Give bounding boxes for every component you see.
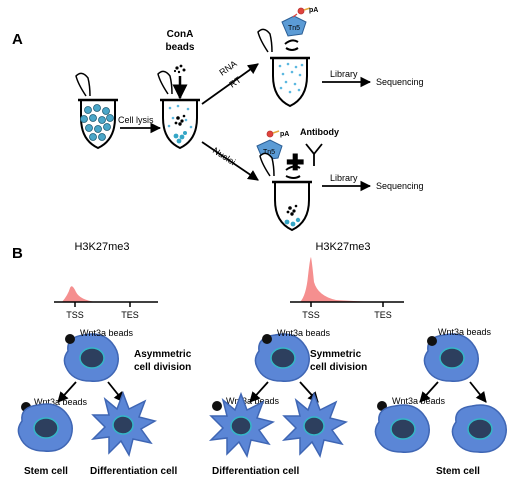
adapter-hook (285, 47, 299, 51)
left-diff-cell (92, 392, 156, 456)
wnt3a-bead (65, 334, 75, 344)
adapter-hook (285, 165, 301, 171)
cona-label-line2: beads (166, 42, 195, 53)
tn5-label-top: Tn5 (288, 25, 300, 32)
middle-peak (290, 257, 380, 302)
left-diff-caption: Differentiation cell (90, 466, 177, 477)
tube-cap (75, 72, 91, 97)
pa-label-mid: pA (280, 131, 289, 138)
right-stem-caption: Stem cell (436, 466, 480, 477)
tube-cap (259, 152, 275, 177)
nuclei-debris (286, 204, 298, 216)
left-mark-title: H3K27me3 (74, 241, 129, 253)
middle-diff-caption: Differentiation cell (212, 466, 299, 477)
tube-cap (157, 70, 173, 95)
nuclei-branch-arrow (201, 141, 259, 181)
tn5-protein-top: Tn5 pA (281, 7, 318, 37)
middle-tss-label: TSS (302, 310, 320, 320)
lysate-beads (173, 131, 187, 144)
wnt3a-bead (427, 336, 437, 346)
right-arrow-left (419, 381, 439, 403)
panel-a-label: A (12, 31, 23, 48)
adapter-hook (284, 39, 299, 45)
rna-tube (257, 28, 312, 108)
plus-sign: ✚ (286, 150, 304, 175)
right-stem-cell-right (451, 404, 507, 453)
pa-label-top: pA (309, 7, 318, 14)
antibody-label: Antibody (300, 127, 339, 137)
rna-branch-arrow (201, 63, 259, 105)
pa-tag-top (297, 7, 305, 15)
cona-beads-cluster (173, 64, 186, 74)
middle-child-beads-label: Wnt3a beads (226, 396, 280, 406)
left-stem-cell (17, 403, 73, 452)
wnt3a-bead (262, 334, 272, 344)
middle-tes-label: TES (374, 310, 392, 320)
middle-arrow-left (249, 381, 269, 403)
sequencing-label-bottom: Sequencing (376, 181, 424, 191)
left-division-line1: Asymmetric (134, 349, 192, 360)
nuclei-beads (284, 217, 301, 227)
cell-lysis-label: Cell lysis (118, 115, 154, 125)
lysate-tube (157, 70, 202, 150)
left-tes-label: TES (121, 310, 139, 320)
sequencing-label-top: Sequencing (376, 77, 424, 87)
middle-division-line1: Symmetric (310, 349, 362, 360)
middle-division-line2: cell division (310, 362, 367, 373)
right-stem-cell-left (374, 404, 430, 453)
cells-in-tube (80, 104, 114, 141)
nuclei-tube (259, 152, 314, 232)
library-label-top: Library (330, 69, 358, 79)
left-child-beads-label: Wnt3a beads (34, 397, 88, 407)
cona-label-line1: ConA (167, 29, 194, 40)
wnt3a-bead (212, 401, 222, 411)
pa-tag-mid (266, 130, 274, 138)
left-parent-beads-label: Wnt3a beads (80, 328, 134, 338)
right-arrow-right (469, 381, 487, 403)
middle-diff-cell-right (283, 393, 347, 457)
left-arrow-stem (57, 381, 77, 403)
tube-cap (257, 28, 273, 53)
lysate-debris (174, 114, 186, 126)
panel-b-label: B (12, 245, 23, 262)
left-division-line2: cell division (134, 362, 191, 373)
left-stem-caption: Stem cell (24, 466, 68, 477)
tn5-label-mid: Tn5 (263, 149, 275, 156)
middle-parent-beads-label: Wnt3a beads (277, 328, 331, 338)
nuclei-label: Nuclei (211, 145, 237, 167)
adapter-hook (285, 175, 301, 179)
left-tss-label: TSS (66, 310, 84, 320)
right-child-beads-label: Wnt3a beads (392, 396, 446, 406)
left-peak (54, 286, 96, 302)
cell-tube (75, 72, 120, 150)
right-parent-beads-label: Wnt3a beads (438, 327, 492, 337)
rna-tube-dots (278, 62, 304, 94)
lysate-dots (167, 104, 193, 129)
middle-mark-title: H3K27me3 (315, 241, 370, 253)
antibody-icon (305, 143, 323, 166)
library-label-bottom: Library (330, 173, 358, 183)
